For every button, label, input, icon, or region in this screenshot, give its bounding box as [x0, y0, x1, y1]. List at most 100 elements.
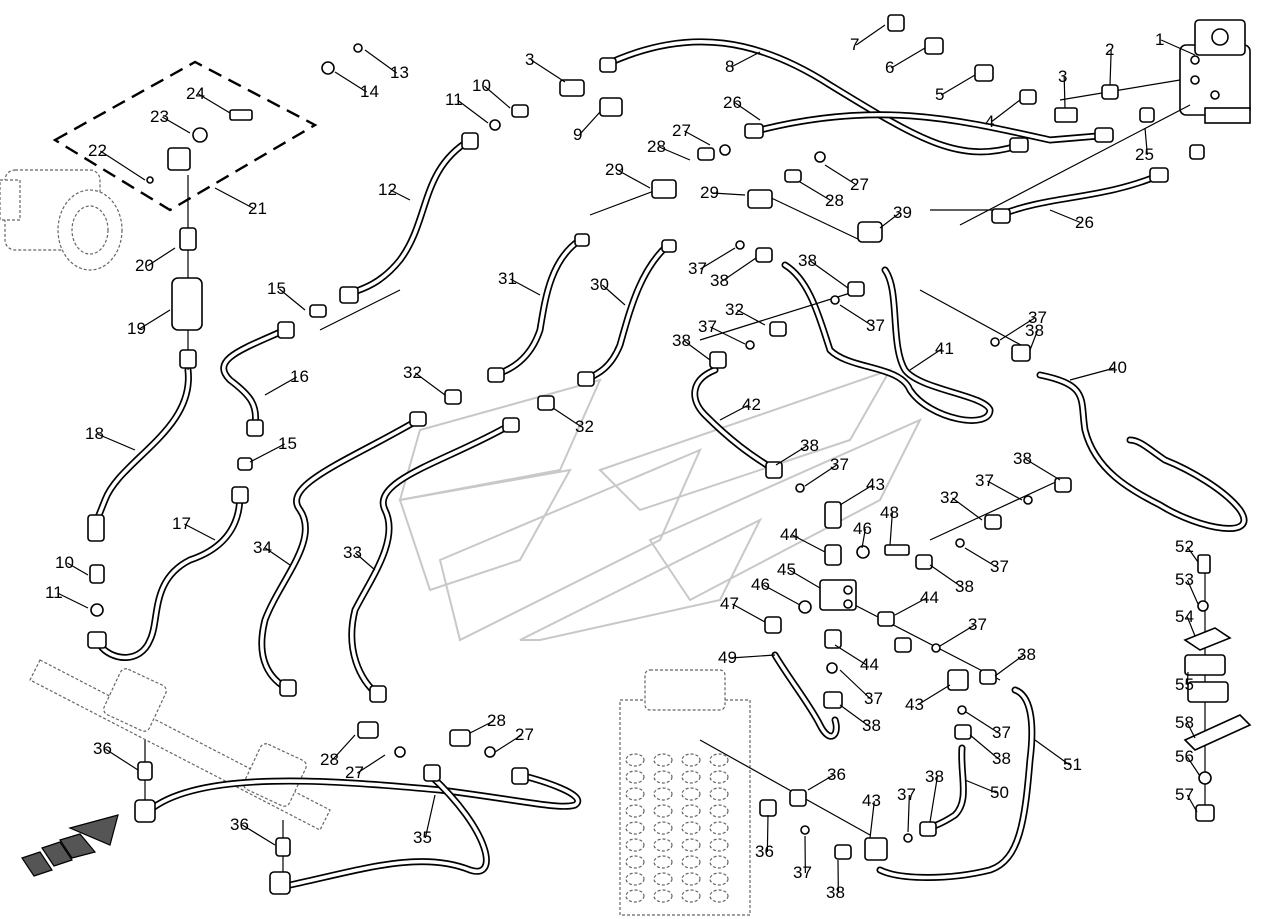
part-number-p41: 41	[935, 339, 954, 358]
callout-leader-p38f	[1025, 458, 1061, 481]
part-number-p18: 18	[85, 424, 104, 443]
part-number-p8: 8	[725, 57, 734, 76]
hoses	[93, 38, 1248, 889]
callout-leader-p38a	[722, 257, 757, 282]
callout-leader-p15b	[249, 443, 285, 463]
part-number-p38d: 38	[672, 331, 691, 350]
callouts: 1233456789101011111213141515161718192021…	[45, 24, 1201, 902]
hose-34	[258, 416, 422, 694]
part-number-p38b: 38	[798, 251, 817, 270]
callout-leader-p26a	[735, 102, 761, 121]
part-number-p20: 20	[135, 256, 154, 275]
seal-37	[955, 538, 965, 548]
callout-leader-p46a	[861, 528, 866, 549]
part-number-p40: 40	[1108, 358, 1127, 377]
nut-38	[915, 554, 933, 570]
callout-leader-p18	[97, 433, 136, 451]
part-number-p13: 13	[390, 63, 409, 82]
part-number-p32a: 32	[403, 363, 422, 382]
part-number-p3b: 3	[1058, 67, 1067, 86]
part-number-p43b: 43	[862, 791, 881, 810]
part-number-p1: 1	[1155, 30, 1164, 49]
part-number-p28a: 28	[647, 137, 666, 156]
fitting-28	[784, 169, 802, 183]
callout-leader-p22	[100, 150, 146, 181]
callout-leader-p26b	[1049, 209, 1082, 224]
callout-leader-p9	[578, 111, 601, 136]
clamp-55	[1187, 681, 1229, 703]
callout-leader-p27d	[357, 754, 386, 774]
part-number-p28b: 28	[825, 191, 844, 210]
callout-leader-p49	[730, 654, 776, 659]
callout-leader-p20	[147, 247, 176, 267]
callout-leader-p56	[1186, 756, 1201, 777]
hose-end-fitting	[409, 411, 427, 427]
hose-18	[93, 366, 192, 524]
part-number-p21: 21	[248, 199, 267, 218]
hose-33	[348, 421, 514, 699]
part-number-p37j: 37	[992, 723, 1011, 742]
bolt-24	[229, 109, 253, 121]
callout-leader-p28c	[469, 720, 494, 734]
fitting-44	[824, 629, 842, 649]
hose-end-fitting	[1094, 127, 1114, 143]
washer-53	[1197, 600, 1209, 612]
part-number-p2: 2	[1105, 40, 1114, 59]
part-number-p43c: 43	[905, 695, 924, 714]
part-number-p37c: 37	[866, 316, 885, 335]
callout-leader-p37e	[804, 464, 837, 487]
callout-leader-p10a	[483, 85, 511, 109]
seal-37	[826, 662, 838, 674]
part-number-p37i: 37	[864, 689, 883, 708]
callout-leader-p7	[855, 24, 886, 46]
part-number-p44c: 44	[860, 655, 879, 674]
elbow-43	[824, 501, 842, 529]
callout-leader-p47	[732, 603, 766, 623]
part-number-p44a: 44	[780, 525, 799, 544]
callout-leader-p16	[264, 376, 297, 396]
elbow-9	[599, 97, 623, 117]
hose-35a	[146, 771, 582, 814]
hose-17	[96, 491, 244, 661]
callout-leader-p5	[940, 74, 976, 96]
callout-leader-p58	[1186, 722, 1196, 739]
part-number-p22: 22	[88, 141, 107, 160]
callout-leader-p6	[890, 47, 926, 69]
hose-41	[781, 261, 994, 424]
nut-38	[1054, 477, 1072, 493]
hose-end-fitting	[87, 514, 105, 542]
callout-leader-p14	[334, 71, 367, 93]
callout-leader-p33	[354, 552, 376, 571]
part-number-p46b: 46	[751, 575, 770, 594]
elbow-fitting	[134, 799, 156, 823]
callout-leader-p30	[601, 284, 626, 306]
seal-37	[745, 340, 755, 350]
callout-leader-p42	[719, 404, 749, 421]
fitting-25	[1189, 144, 1205, 160]
pump-housing-ghost	[0, 169, 123, 271]
clamp-55	[1184, 654, 1226, 676]
fitting-44	[824, 544, 842, 566]
nut-38	[755, 247, 773, 263]
callout-leader-p13	[364, 49, 398, 74]
adapter-20	[179, 227, 197, 251]
seal-37	[931, 643, 941, 653]
tee-29	[747, 189, 773, 209]
callout-leader-p27c	[494, 734, 522, 753]
fitting-2	[1101, 84, 1119, 100]
callout-leader-p15a	[278, 288, 306, 311]
part-number-p15b: 15	[278, 434, 297, 453]
callout-leader-p41	[909, 348, 942, 371]
callout-leader-p37b	[710, 326, 746, 345]
hose-40	[1036, 371, 1248, 532]
seal-11	[489, 119, 501, 131]
part-number-p10b: 10	[55, 553, 74, 572]
part-number-p30: 30	[590, 275, 609, 294]
callout-leader-p38i	[969, 734, 1000, 760]
hose-end-fitting	[487, 367, 505, 383]
nut-38	[709, 351, 727, 369]
part-number-p37e: 37	[830, 455, 849, 474]
fitting-7	[887, 14, 905, 32]
callout-leader-p23	[162, 116, 191, 134]
callout-leader-p11b	[57, 592, 89, 609]
